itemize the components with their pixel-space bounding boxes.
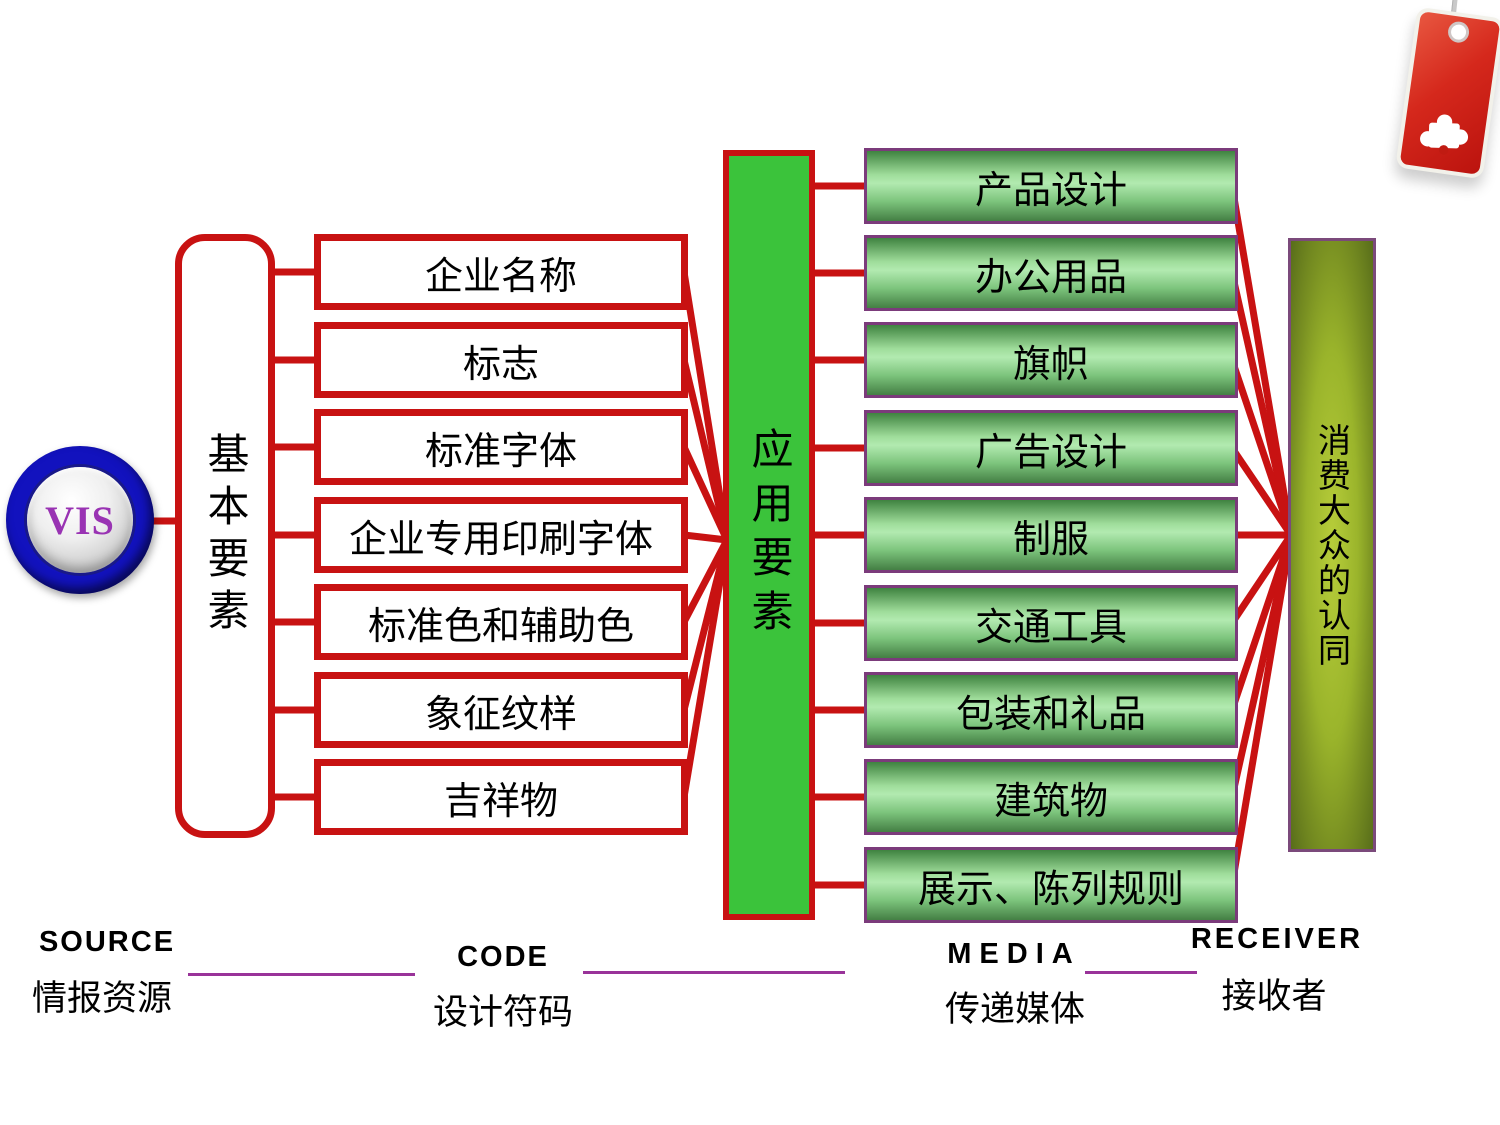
basic-element-box: 企业专用印刷字体 xyxy=(314,497,688,573)
code-underline xyxy=(583,971,845,974)
media-label-en: MEDIA xyxy=(947,938,1081,970)
code-label-en: CODE xyxy=(457,941,549,973)
basic-element-box: 标准字体 xyxy=(314,409,688,485)
media-box-label: 交通工具 xyxy=(974,606,1127,649)
media-box-label: 制服 xyxy=(1012,518,1089,561)
media-box: 办公用品 xyxy=(864,235,1238,311)
basic-element-label: 标准色和辅助色 xyxy=(367,605,634,648)
basic-element-box: 企业名称 xyxy=(314,234,688,310)
receiver-label-en: RECEIVER xyxy=(1190,923,1364,955)
basic-element-box: 吉祥物 xyxy=(314,759,688,835)
application-elements-column: 应用要素 xyxy=(723,150,815,920)
media-underline xyxy=(1085,971,1197,974)
media-box-label: 建筑物 xyxy=(993,780,1108,823)
media-box: 建筑物 xyxy=(864,759,1238,835)
source-label-en: SOURCE xyxy=(38,926,176,958)
receiver-column: 消费大众的认同 xyxy=(1288,238,1376,852)
application-elements-title: 应用要素 xyxy=(746,427,793,643)
source-underline xyxy=(188,973,415,976)
media-box: 广告设计 xyxy=(864,410,1238,486)
media-box: 制服 xyxy=(864,497,1238,573)
vis-node-inner: VIS xyxy=(27,467,133,573)
media-box: 展示、陈列规则 xyxy=(864,847,1238,923)
hanging-tag-face xyxy=(1399,11,1500,175)
media-label-zh: 传递媒体 xyxy=(944,990,1086,1029)
media-box-label: 广告设计 xyxy=(974,431,1127,474)
receiver-title: 消费大众的认同 xyxy=(1313,422,1351,668)
basic-element-box: 标准色和辅助色 xyxy=(314,584,688,660)
basic-element-label: 标志 xyxy=(462,343,539,386)
media-box-label: 办公用品 xyxy=(974,256,1127,299)
media-box-label: 包装和礼品 xyxy=(955,693,1146,736)
basic-element-label: 标准字体 xyxy=(424,430,577,473)
basic-element-label: 企业专用印刷字体 xyxy=(348,518,653,561)
source-label-zh: 情报资源 xyxy=(31,979,173,1018)
basic-element-box: 象征纹样 xyxy=(314,672,688,748)
code-label-zh: 设计符码 xyxy=(432,993,574,1032)
media-box: 包装和礼品 xyxy=(864,672,1238,748)
basic-element-label: 企业名称 xyxy=(424,255,577,298)
basic-elements-column: 基本要素 xyxy=(175,234,275,838)
basic-element-box: 标志 xyxy=(314,322,688,398)
puzzle-icon xyxy=(1420,114,1469,155)
media-box-label: 展示、陈列规则 xyxy=(917,868,1184,911)
media-box: 交通工具 xyxy=(864,585,1238,661)
basic-element-label: 吉祥物 xyxy=(443,780,558,823)
media-box-label: 旗帜 xyxy=(1012,343,1089,386)
media-box-label: 产品设计 xyxy=(974,169,1127,212)
hanging-tag xyxy=(1395,6,1500,180)
vis-label: VIS xyxy=(45,497,115,543)
basic-element-label: 象征纹样 xyxy=(424,693,577,736)
basic-elements-title: 基本要素 xyxy=(202,432,249,640)
media-box: 产品设计 xyxy=(864,148,1238,224)
media-box: 旗帜 xyxy=(864,322,1238,398)
tag-hole xyxy=(1450,23,1468,41)
vis-node: VIS xyxy=(6,446,154,594)
receiver-label-zh: 接收者 xyxy=(1221,977,1327,1016)
